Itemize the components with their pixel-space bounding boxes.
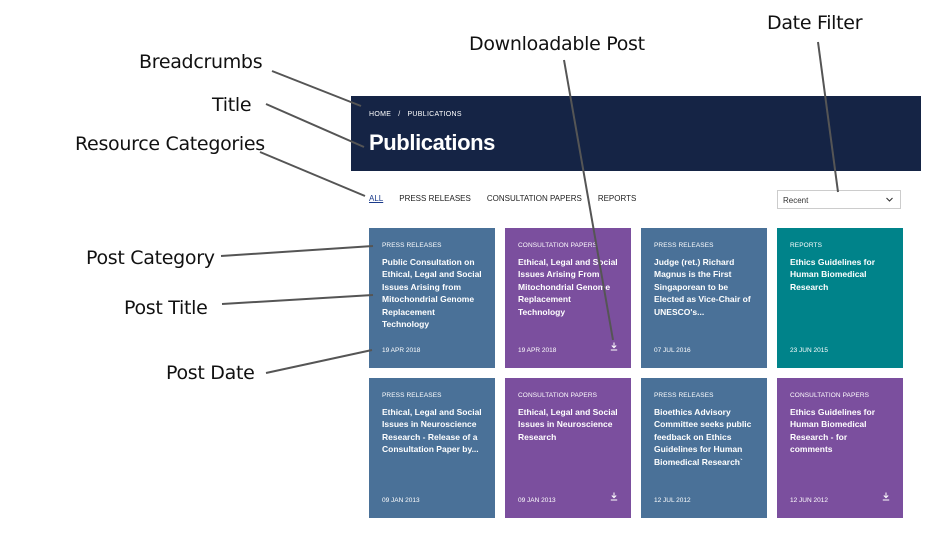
post-title[interactable]: Public Consultation on Ethical, Legal an… [382, 257, 482, 330]
post-title[interactable]: Ethical, Legal and Social Issues in Neur… [382, 407, 482, 455]
tab-press-releases[interactable]: PRESS RELEASES [399, 194, 471, 203]
post-title[interactable]: Judge (ret.) Richard Magnus is the First… [654, 257, 751, 317]
tab-all[interactable]: ALL [369, 194, 384, 203]
post-date: 12 JUL 2012 [654, 497, 691, 504]
breadcrumb-home-link[interactable]: HOME [369, 111, 392, 118]
post-category: PRESS RELEASES [382, 392, 442, 399]
post-date: 19 APR 2018 [518, 347, 557, 354]
publication-card[interactable]: PRESS RELEASES Bioethics Advisory Commit… [641, 378, 767, 518]
leader-line-title [265, 103, 365, 148]
download-icon[interactable] [610, 338, 618, 356]
callout-downloadable-post: Downloadable Post [469, 33, 645, 55]
post-category: CONSULTATION PAPERS [518, 242, 598, 249]
post-title[interactable]: Ethics Guidelines for Human Biomedical R… [790, 407, 876, 455]
post-category: CONSULTATION PAPERS [518, 392, 598, 399]
post-date: 23 JUN 2015 [790, 347, 828, 354]
publication-card[interactable]: CONSULTATION PAPERS Ethical, Legal and S… [505, 378, 631, 518]
post-title[interactable]: Ethical, Legal and Social Issues in Neur… [518, 407, 618, 442]
post-category: PRESS RELEASES [654, 392, 714, 399]
publication-card[interactable]: CONSULTATION PAPERS Ethics Guidelines fo… [777, 378, 903, 518]
post-title[interactable]: Ethical, Legal and Social Issues Arising… [518, 257, 618, 317]
chevron-down-icon [885, 194, 894, 207]
callout-post-date: Post Date [166, 362, 255, 384]
leader-line-post-title [221, 294, 374, 305]
date-filter-select[interactable]: Recent [777, 190, 901, 209]
post-category: REPORTS [790, 242, 823, 249]
publication-card[interactable]: PRESS RELEASES Ethical, Legal and Social… [369, 378, 495, 518]
resource-category-tabs: ALL PRESS RELEASES CONSULTATION PAPERS R… [369, 194, 636, 203]
leader-line-breadcrumbs [271, 70, 362, 107]
callout-post-category: Post Category [86, 247, 215, 269]
leader-line-post-category [220, 245, 374, 257]
callout-resource-categories: Resource Categories [75, 133, 265, 155]
breadcrumb-current: PUBLICATIONS [407, 111, 462, 118]
breadcrumb: HOME / PUBLICATIONS [369, 111, 462, 118]
publication-card[interactable]: PRESS RELEASES Public Consultation on Et… [369, 228, 495, 368]
leader-line-resource-categories [259, 151, 366, 197]
download-icon[interactable] [610, 488, 618, 506]
tab-consultation-papers[interactable]: CONSULTATION PAPERS [486, 194, 582, 203]
post-date: 12 JUN 2012 [790, 497, 828, 504]
callout-title: Title [212, 94, 252, 116]
post-category: PRESS RELEASES [382, 242, 442, 249]
post-date: 19 APR 2018 [382, 347, 421, 354]
post-category: PRESS RELEASES [654, 242, 714, 249]
download-icon[interactable] [882, 488, 890, 506]
post-title[interactable]: Ethics Guidelines for Human Biomedical R… [790, 257, 876, 292]
publication-card[interactable]: CONSULTATION PAPERS Ethical, Legal and S… [505, 228, 631, 368]
tab-reports[interactable]: REPORTS [597, 194, 637, 203]
post-title[interactable]: Bioethics Advisory Committee seeks publi… [654, 407, 752, 467]
leader-line-post-date [265, 349, 373, 374]
callout-post-title: Post Title [124, 297, 208, 319]
page-title: Publications [369, 130, 495, 155]
publication-card[interactable]: REPORTS Ethics Guidelines for Human Biom… [777, 228, 903, 368]
date-filter-value: Recent [783, 196, 809, 205]
callout-date-filter: Date Filter [767, 12, 863, 34]
post-date: 09 JAN 2013 [518, 497, 556, 504]
post-category: CONSULTATION PAPERS [790, 392, 870, 399]
post-date: 07 JUL 2016 [654, 347, 691, 354]
page-header-banner: HOME / PUBLICATIONS Publications [351, 96, 921, 171]
breadcrumb-separator: / [398, 111, 401, 118]
publication-card[interactable]: PRESS RELEASES Judge (ret.) Richard Magn… [641, 228, 767, 368]
callout-breadcrumbs: Breadcrumbs [139, 51, 263, 73]
post-date: 09 JAN 2013 [382, 497, 420, 504]
